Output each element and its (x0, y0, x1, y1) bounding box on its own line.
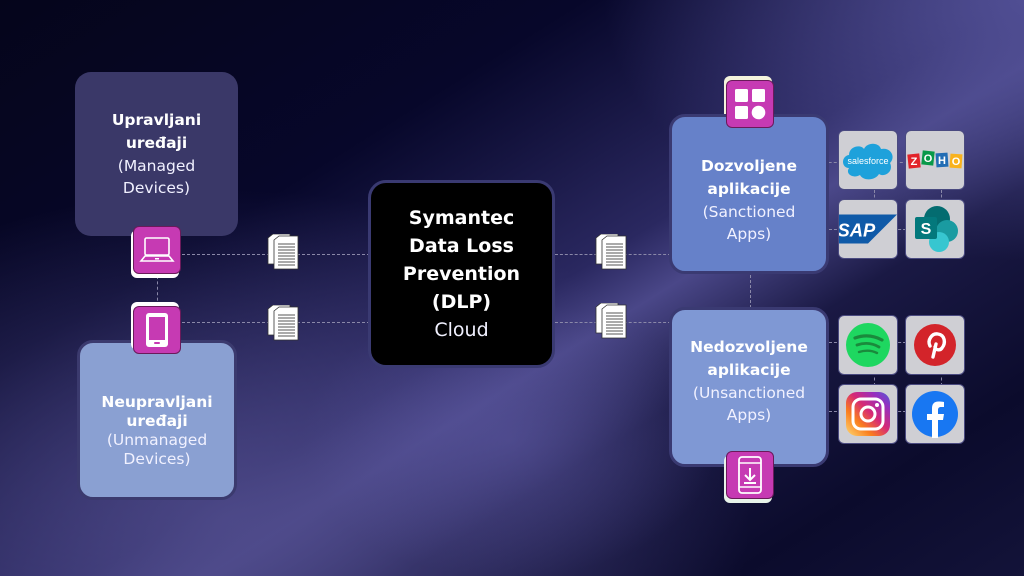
app-grid-badge (726, 80, 774, 128)
document-icon (595, 234, 627, 270)
connector-unsanctioned-apps-left (874, 372, 875, 386)
sanctioned-apps-box: Dozvoljene aplikacije (Sanctioned Apps) (669, 114, 829, 274)
unsanctioned-sub-line-2: Apps) (726, 406, 772, 424)
unmanaged-devices-box: Neupravljani uređaji (Unmanaged Devices) (77, 340, 237, 500)
app-tile-sharepoint: S (905, 199, 965, 259)
dlp-title-line-4: (DLP) (431, 291, 492, 313)
managed-title-line-1: Upravljani (111, 111, 202, 129)
facebook-icon (912, 391, 958, 438)
unsanctioned-sub-line-1: (Unsanctioned (692, 384, 806, 402)
sanctioned-title-line-1: Dozvoljene (701, 157, 797, 175)
app-tile-sap: SAP (838, 199, 898, 259)
app-tile-facebook (905, 384, 965, 444)
app-tile-spotify (838, 315, 898, 375)
dlp-title-line-1: Symantec (408, 207, 515, 229)
unsanctioned-title-line-2: aplikacije (707, 361, 791, 379)
connector-managed-unmanaged (157, 276, 158, 306)
instagram-icon (846, 392, 890, 436)
svg-text:O: O (924, 153, 933, 165)
unmanaged-title-line-2: uređaji (126, 412, 188, 430)
managed-title-line-2: uređaji (125, 134, 188, 152)
dlp-center-box: Symantec Data Loss Prevention (DLP) Clou… (368, 180, 555, 368)
app-tile-instagram (838, 384, 898, 444)
spotify-icon (846, 323, 890, 367)
unmanaged-sub-line-2: Devices) (123, 450, 191, 468)
pinterest-icon (914, 324, 956, 366)
document-icon (595, 303, 627, 339)
app-tile-pinterest (905, 315, 965, 375)
smartphone-icon (146, 313, 168, 347)
connector-unsanctioned-apps-right (941, 372, 942, 386)
connector-sanctioned-unsanctioned (750, 275, 751, 308)
unsanctioned-apps-box: Nedozvoljene aplikacije (Unsanctioned Ap… (669, 307, 829, 467)
app-tile-salesforce: salesforce (838, 130, 898, 190)
salesforce-icon: salesforce (843, 143, 893, 180)
svg-text:SAP: SAP (839, 220, 876, 241)
app-grid-icon (735, 89, 766, 120)
unmanaged-sub-line-1: (Unmanaged (106, 431, 208, 449)
svg-text:Z: Z (911, 156, 918, 168)
svg-text:S: S (921, 221, 932, 238)
document-icon (267, 305, 299, 341)
app-download-icon (738, 456, 762, 494)
sanctioned-title-line-2: aplikacije (707, 180, 791, 198)
managed-sub-line-1: (Managed (117, 157, 196, 175)
svg-text:H: H (938, 155, 946, 167)
sharepoint-icon: S (915, 206, 958, 252)
sanctioned-sub-line-2: Apps) (726, 225, 772, 243)
unsanctioned-title-line-1: Nedozvoljene (690, 338, 808, 356)
dlp-title-line-3: Prevention (402, 263, 521, 285)
managed-devices-box: Upravljani uređaji (Managed Devices) (75, 72, 238, 236)
connector-sanctioned-apps-right (941, 190, 942, 202)
sap-icon: SAP (839, 214, 897, 244)
laptop-icon (139, 237, 175, 262)
smartphone-badge (133, 306, 181, 354)
app-download-badge (726, 451, 774, 499)
managed-sub-line-2: Devices) (122, 179, 191, 197)
connector-sanctioned-apps-left (874, 190, 875, 202)
document-icon (267, 234, 299, 270)
dlp-title-line-2: Data Loss (409, 235, 514, 257)
unmanaged-title-line-1: Neupravljani (101, 393, 213, 411)
dlp-subtitle: Cloud (434, 319, 489, 341)
svg-text:O: O (952, 156, 961, 168)
sanctioned-sub-line-1: (Sanctioned (702, 203, 796, 221)
laptop-badge (133, 226, 181, 274)
svg-text:salesforce: salesforce (847, 156, 888, 166)
